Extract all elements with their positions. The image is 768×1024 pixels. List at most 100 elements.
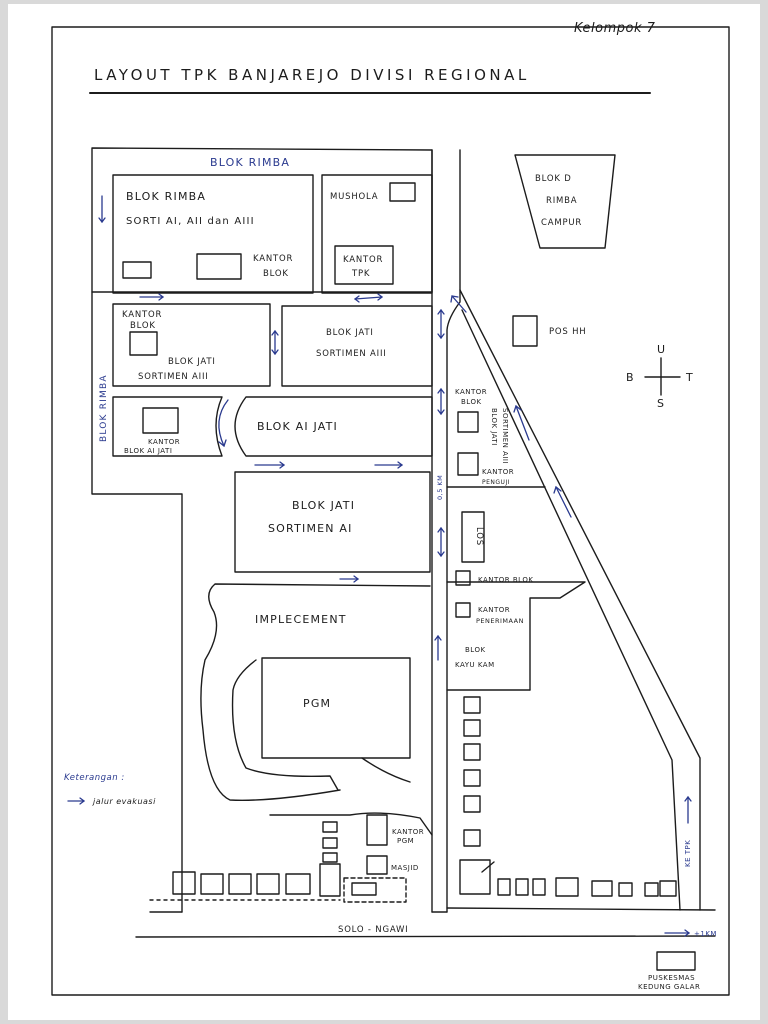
evacuation-arrows	[98, 195, 692, 937]
kantor-blok-east-building	[457, 411, 479, 433]
legend-arrow	[67, 797, 86, 805]
kantor-blok-left-label-2: BLOK	[130, 321, 156, 331]
kantor-blok-ai-jati-block	[112, 396, 223, 457]
south-building-4	[319, 863, 341, 897]
blok-jati-aiii-v-label-1: BLOK JATI	[490, 408, 498, 446]
blok-kayu-label-2: KAYU KAM	[455, 661, 495, 669]
blok-rimba-sorti-label-2: SORTI AI, AII dan AIII	[126, 216, 255, 227]
blok-jati-aiii-right-label-1: BLOK JATI	[326, 328, 374, 338]
blok-rimba-side-label: BLOK RIMBA	[99, 374, 109, 442]
blok-jati-aiii-left	[112, 303, 271, 387]
blok-jati-ai-label-1: BLOK JATI	[292, 499, 355, 512]
east-building-row	[497, 877, 677, 897]
house-3	[228, 873, 252, 895]
blok-jati-aiii-left-label-1: BLOK JATI	[168, 357, 216, 367]
legend-title: Keterangan :	[64, 773, 125, 783]
compass-east: T	[685, 371, 694, 384]
blok-ai-jati-label: BLOK AI JATI	[257, 420, 338, 433]
compass-west: B	[626, 371, 635, 384]
blok-d-label-2: RIMBA	[546, 196, 577, 206]
road-south-edge	[135, 935, 716, 938]
kantor-tpk-building	[334, 245, 394, 285]
kantor-penerimaan-label-2: PENERIMAAN	[476, 617, 524, 625]
south-building-3	[322, 852, 338, 863]
kantor-penguji-label-1: KANTOR	[482, 468, 514, 476]
blok-jati-ai-label-2: SORTIMEN AI	[268, 522, 353, 535]
legend-item: jalur evakuasi	[92, 797, 156, 806]
kantor-blok-east-label-1: KANTOR	[455, 388, 487, 396]
small-building-2	[196, 253, 242, 280]
mushola-building	[389, 182, 416, 202]
kantor-blok-left-label-1: KANTOR	[122, 310, 162, 320]
house-1	[172, 871, 196, 895]
masjid-inner	[351, 882, 377, 896]
blok-d-label-3: CAMPUR	[541, 218, 582, 228]
south-lot-outline	[269, 812, 433, 836]
kantor-blok-ai-jati-building	[142, 407, 179, 434]
diagonal-road-west	[461, 309, 681, 911]
blok-jati-sortimen-ai	[234, 471, 431, 573]
blok-rimba-sorti-label-1: BLOK RIMBA	[126, 190, 206, 203]
blok-d-rimba-campur	[514, 154, 616, 249]
masjid-label: MASJID	[391, 864, 419, 872]
road-label: SOLO - NGAWI	[338, 925, 409, 935]
blok-jati-aiii-v-label-2: SORTIMEN AIII	[501, 408, 509, 464]
pgm-curve	[361, 757, 411, 783]
compass-rose: U S T B	[626, 343, 694, 410]
implecement-inner	[231, 659, 339, 791]
blok-d-label-1: BLOK D	[535, 174, 572, 184]
masjid-building	[366, 855, 388, 875]
kantor-blok-mid-building	[455, 570, 471, 586]
puskesmas-label-1: PUSKESMAS	[648, 974, 695, 982]
compass-south: S	[657, 397, 665, 410]
kantor-blok-label-2: BLOK	[263, 269, 289, 279]
distance-label: 0,5 KM	[436, 475, 444, 500]
ke-tpk-label: KE TPK	[684, 840, 692, 867]
south-building-2	[322, 837, 338, 849]
kantor-penguji-label-2: PENGUJI	[482, 479, 510, 486]
kantor-penerimaan-building	[455, 602, 471, 618]
small-building-1	[122, 261, 152, 279]
kantor-pgm-building	[366, 814, 388, 846]
page-title: LAYOUT TPK BANJAREJO DIVISI REGIONAL	[94, 66, 530, 84]
kantor-tpk-label-2: TPK	[351, 269, 370, 279]
blok-jati-aiii-right-label-2: SORTIMEN AIII	[316, 349, 387, 359]
page-border	[51, 26, 730, 996]
kantor-blok-ai-jati-label-1: KANTOR	[148, 438, 180, 446]
kantor-tpk-label-1: KANTOR	[343, 255, 383, 265]
inner-road-east-edge	[446, 149, 461, 913]
distance-2-label: +1KM	[694, 930, 717, 938]
kantor-blok-label-1: KANTOR	[253, 254, 293, 264]
blok-jati-aiii-left-label-2: SORTIMEN AIII	[138, 372, 209, 382]
house-5	[285, 873, 311, 895]
kantor-penguji-building	[457, 452, 479, 476]
diagonal-road-east	[459, 289, 701, 911]
pgm-building	[261, 657, 411, 759]
east-lot-line-2	[446, 581, 586, 691]
group-label: Kelompok 7	[574, 21, 656, 36]
west-outline	[91, 291, 183, 913]
kantor-penerimaan-label-1: KANTOR	[478, 606, 510, 614]
pos-hh-building	[512, 315, 538, 347]
puskesmas-label-2: KEDUNG GALAR	[638, 983, 700, 991]
kantor-blok-mid-label: KANTOR BLOK	[478, 576, 533, 584]
road-north-edge	[149, 907, 716, 913]
blok-ai-jati	[234, 396, 433, 457]
implecement-label: IMPLECEMENT	[255, 613, 347, 626]
masjid-compound	[343, 877, 407, 903]
implecement-area	[200, 583, 431, 801]
blok-rimba-top-label: BLOK RIMBA	[210, 156, 290, 169]
kantor-blok-east-label-2: BLOK	[461, 398, 482, 406]
house-4	[256, 873, 280, 895]
kantor-blok-left-building	[129, 331, 158, 356]
compass-north: U	[657, 343, 666, 356]
south-building-1	[322, 821, 338, 833]
blok-rimba-sorti	[112, 174, 314, 294]
kantor-pgm-label-1: KANTOR	[392, 828, 424, 836]
kantor-blok-ai-jati-label-2: BLOK AI JATI	[124, 447, 172, 455]
blok-kayu-label-1: BLOK	[465, 646, 486, 654]
east-building-column	[459, 696, 495, 895]
los-label: LOS	[474, 527, 484, 546]
kantor-pgm-label-2: PGM	[397, 837, 414, 845]
